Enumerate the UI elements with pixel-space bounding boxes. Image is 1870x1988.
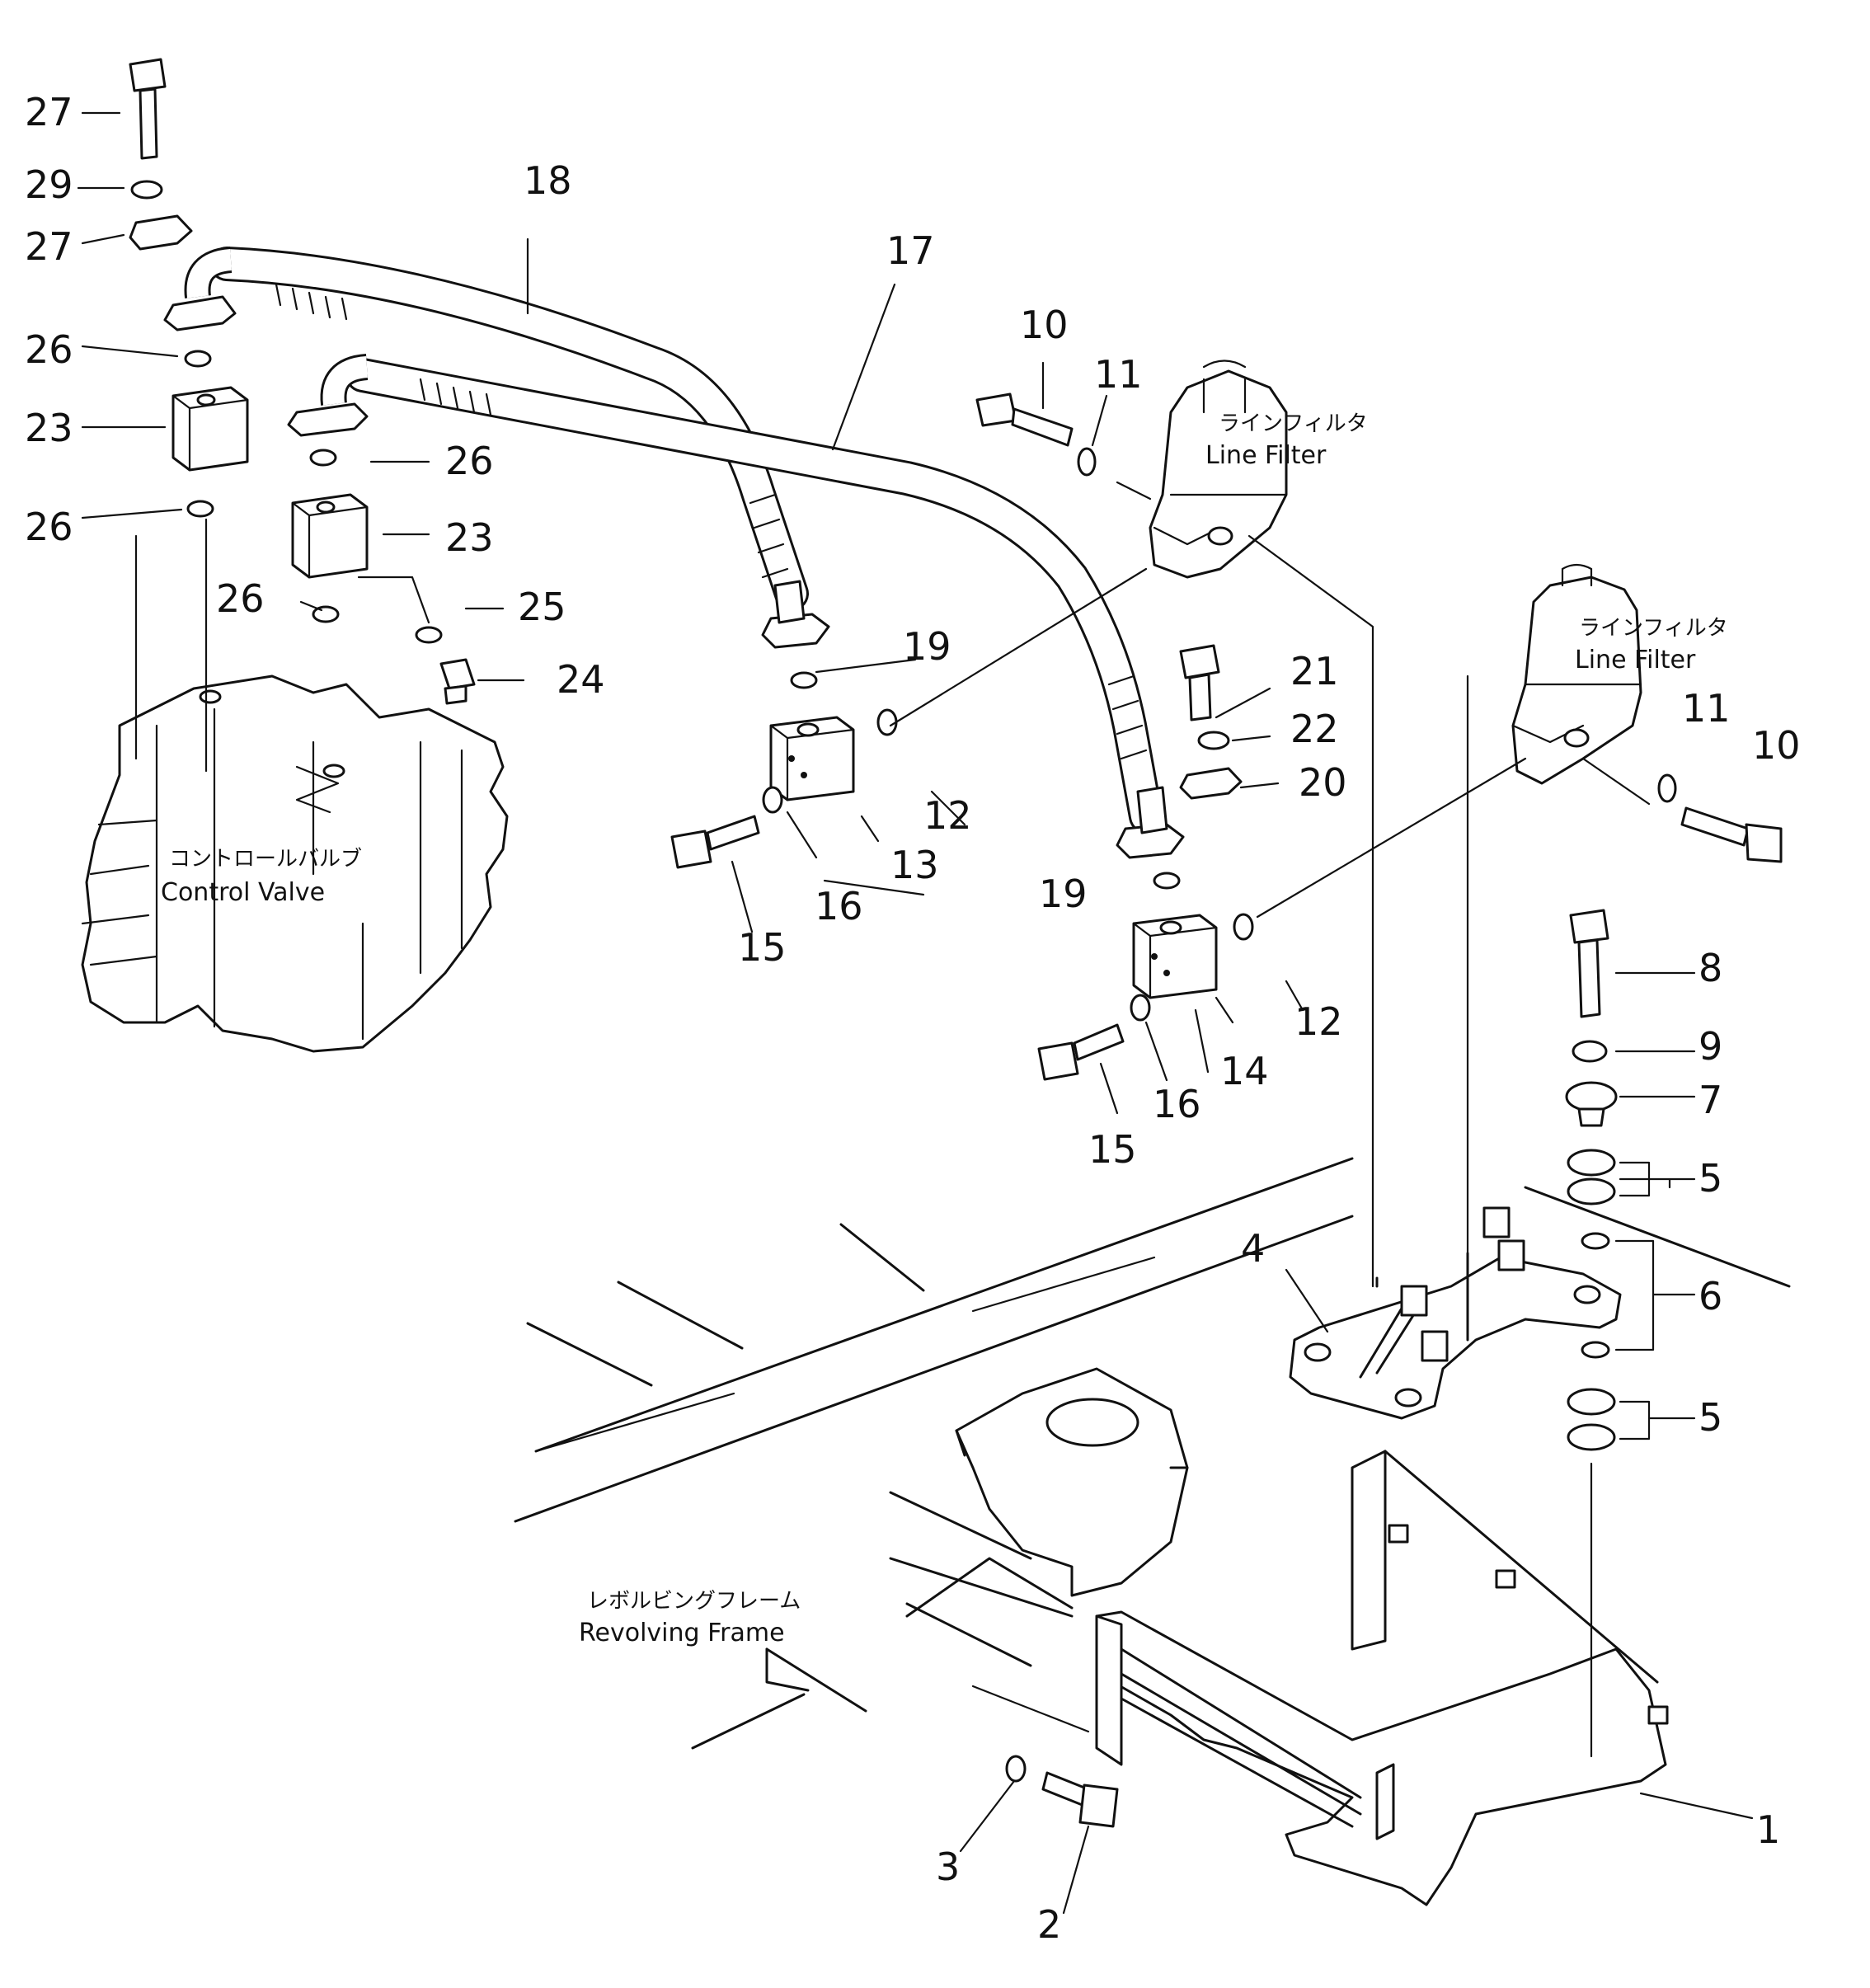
- callout-numbers: 27 29 27 26 23 26 26 23 26 25 24 18 17 1…: [25, 90, 1801, 1947]
- control-valve: [81, 674, 509, 1053]
- line-filter-upper-label-en: Line Filter: [1205, 441, 1327, 470]
- control-valve-label-jp: コントロールバルブ: [169, 847, 362, 872]
- callout-22: 22: [1290, 707, 1339, 751]
- revolving-frame-outline: [514, 1157, 1791, 1750]
- callout-26: 26: [25, 327, 73, 372]
- callout-29: 29: [25, 162, 73, 207]
- hoses: [163, 247, 1185, 859]
- line-filter-upper: [1149, 360, 1288, 579]
- revolving-frame-label-jp: レボルビングフレーム: [587, 1589, 801, 1614]
- callout-5: 5: [1699, 1395, 1722, 1440]
- callout-23: 23: [25, 406, 73, 450]
- line-filter-upper-label-jp: ラインフィルタ: [1219, 411, 1368, 436]
- callout-12: 12: [1294, 999, 1343, 1044]
- callout-21: 21: [1290, 649, 1339, 693]
- callout-4: 4: [1241, 1226, 1265, 1271]
- callout-27: 27: [25, 224, 73, 269]
- callout-1: 1: [1756, 1807, 1780, 1852]
- callout-11: 11: [1682, 686, 1731, 731]
- callout-26: 26: [25, 505, 73, 549]
- callout-2: 2: [1037, 1902, 1061, 1947]
- hardware: [129, 58, 1783, 1828]
- control-valve-label-en: Control Valve: [161, 878, 325, 907]
- filter-bracket: [1289, 1206, 1622, 1420]
- callout-15: 15: [1088, 1127, 1137, 1172]
- callout-14: 14: [1220, 1049, 1269, 1093]
- revolving-frame-label-en: Revolving Frame: [579, 1619, 785, 1647]
- callout-6: 6: [1699, 1274, 1722, 1318]
- callout-10: 10: [1752, 723, 1801, 768]
- line-filter-lower: [1511, 563, 1642, 785]
- callout-25: 25: [518, 585, 566, 629]
- callout-8: 8: [1699, 946, 1722, 990]
- callout-26: 26: [445, 439, 494, 483]
- callout-13: 13: [890, 843, 939, 887]
- callout-26: 26: [216, 576, 265, 621]
- callout-19: 19: [903, 624, 951, 669]
- callout-10: 10: [1020, 303, 1069, 347]
- callout-18: 18: [524, 158, 572, 203]
- callout-24: 24: [557, 657, 605, 702]
- callout-5: 5: [1699, 1156, 1722, 1201]
- callout-7: 7: [1699, 1078, 1722, 1122]
- callout-9: 9: [1699, 1024, 1722, 1069]
- callout-28: 27: [25, 90, 73, 134]
- leader-lines: [77, 111, 1754, 1915]
- callout-20: 20: [1299, 760, 1347, 805]
- callout-3: 3: [936, 1845, 960, 1889]
- callout-23: 23: [445, 515, 494, 560]
- line-filter-lower-label-en: Line Filter: [1575, 646, 1696, 674]
- callout-17: 17: [886, 228, 935, 273]
- line-filter-lower-label-jp: ラインフィルタ: [1579, 616, 1728, 641]
- callout-19: 19: [1039, 872, 1088, 916]
- component-labels: ラインフィルタ Line Filter ラインフィルタ Line Filter …: [161, 411, 1728, 1647]
- callout-12: 12: [923, 793, 972, 838]
- callout-16: 16: [1153, 1082, 1201, 1126]
- callout-15: 15: [738, 925, 787, 970]
- base-bracket: [1095, 1450, 1669, 1906]
- callout-11: 11: [1094, 352, 1143, 397]
- blocks: [171, 386, 1218, 999]
- callout-16: 16: [815, 884, 863, 928]
